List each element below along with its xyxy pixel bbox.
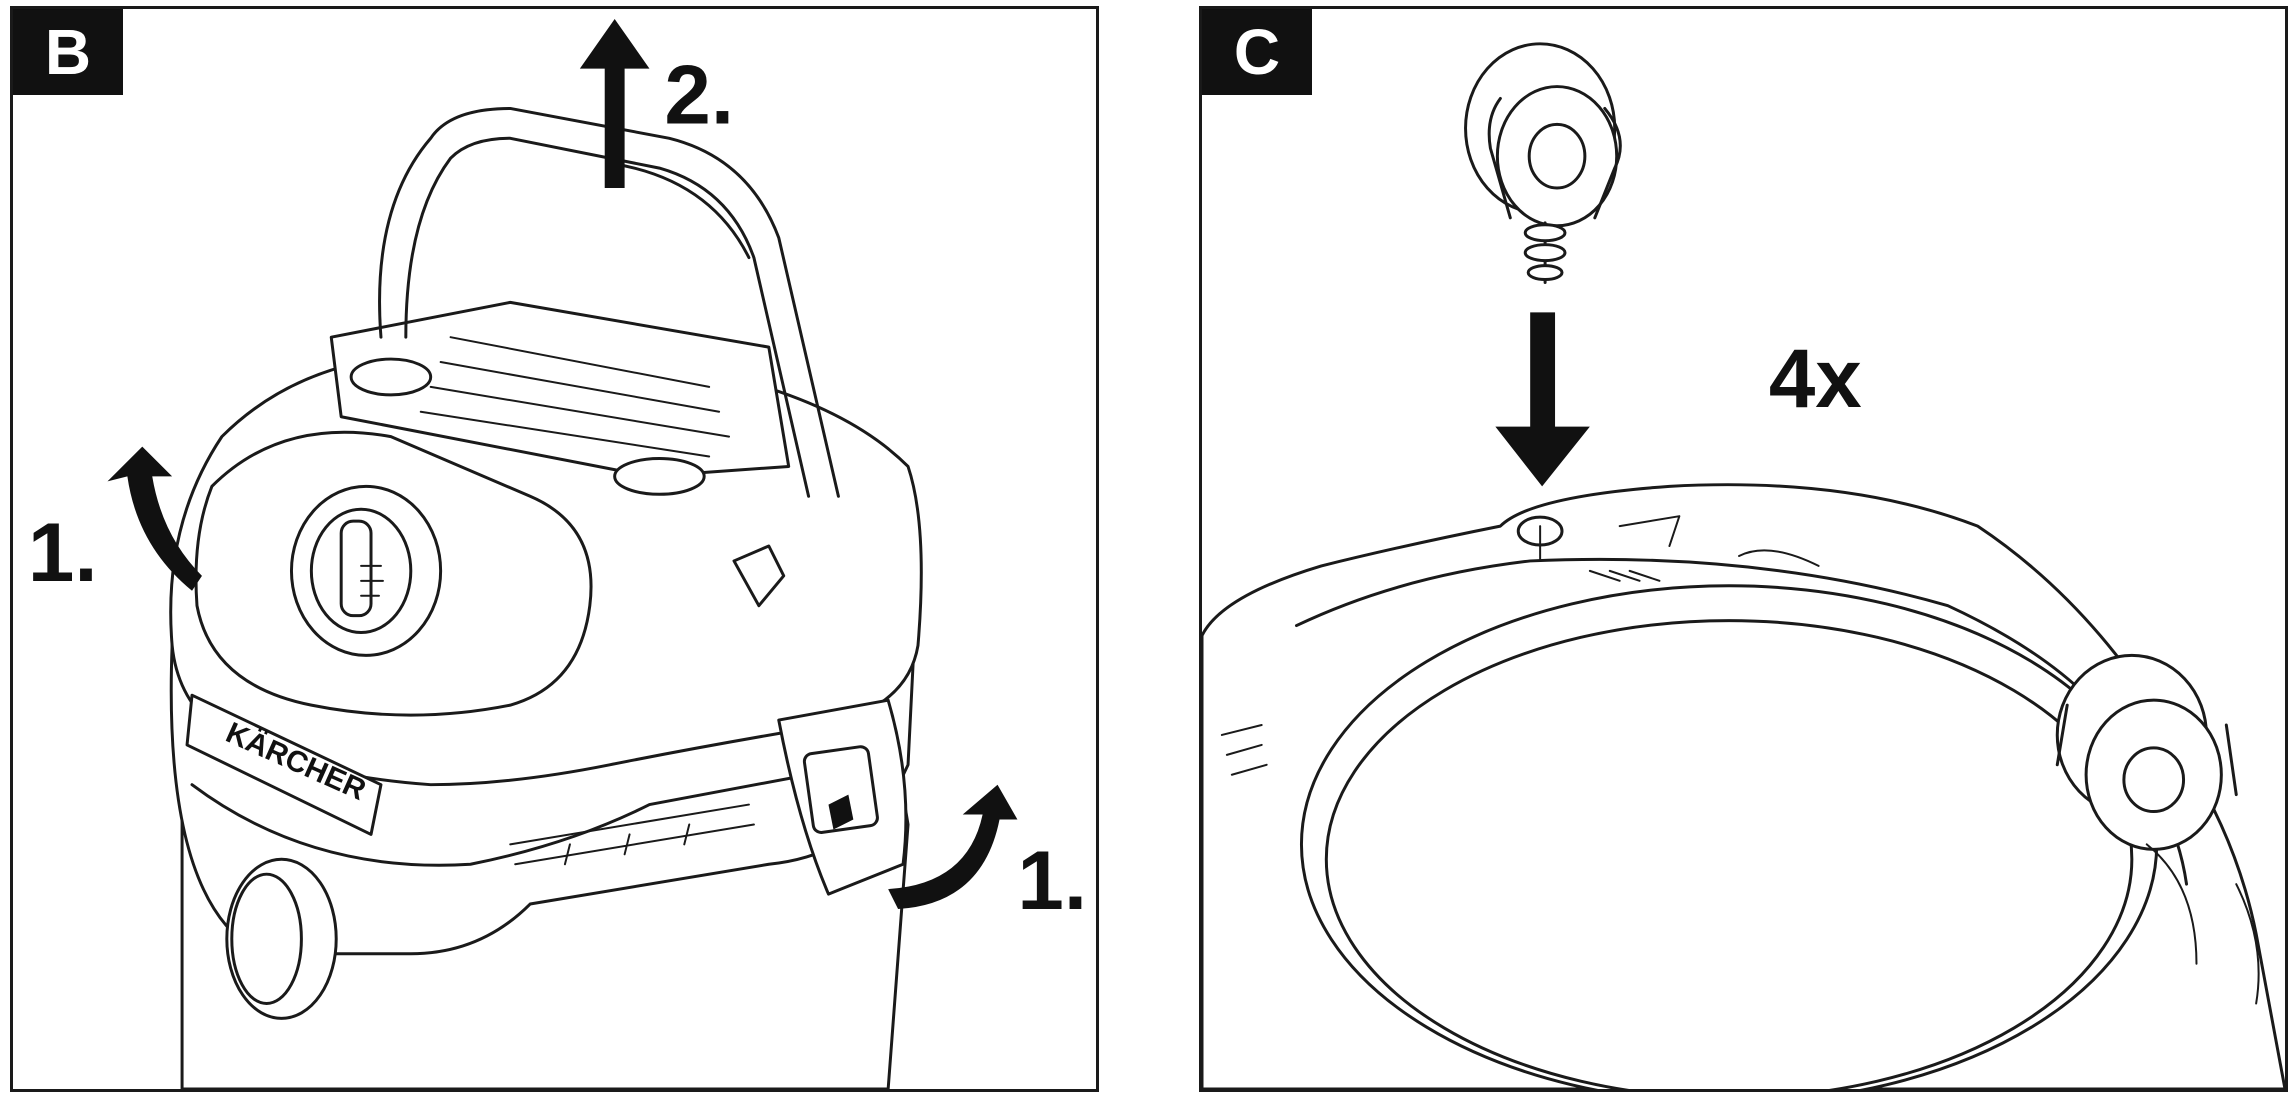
lift-arrow (579, 18, 650, 189)
panel-b: B KÄRCHER (10, 6, 1099, 1092)
vent-slats (509, 803, 755, 866)
hose-socket-inner (230, 872, 303, 1005)
carry-handle (378, 106, 840, 498)
step-label-1-left: 1. (28, 505, 98, 599)
left-ridges (1220, 724, 1268, 776)
lid-top (329, 300, 791, 478)
power-dial-grip (339, 519, 373, 618)
head-rim (190, 773, 811, 867)
panel-c: C 4x (1199, 6, 2288, 1092)
panel-b-letter: B (13, 9, 123, 95)
lid-knob-right (613, 457, 706, 496)
container-opening (1300, 584, 2159, 1089)
step-label-2: 2. (664, 47, 734, 141)
dial-ticks (360, 564, 384, 597)
panel-c-illustration: 4x (1202, 42, 2285, 1089)
handle-grip (608, 161, 751, 260)
socket-details (1618, 515, 1820, 567)
control-panel (194, 430, 593, 717)
ridge-slats (1588, 569, 1661, 582)
caster-pin-ring-2 (1523, 243, 1567, 263)
latch-icon (828, 794, 854, 830)
caster-pin-ring-3 (1526, 264, 1564, 281)
step-label-1-right: 1. (1017, 833, 1087, 927)
right-inner-details (2145, 843, 2260, 1005)
caster-wheel-hub (1527, 122, 1587, 190)
caster-fork (1487, 97, 1622, 220)
container-opening-inner (1324, 619, 2134, 1089)
mounted-caster-hub (2122, 746, 2186, 814)
panel-b-illustration: KÄRCHER 2. 1. 1. (28, 18, 1087, 1089)
lid-knob-left (349, 357, 433, 397)
panel-c-letter: C (1202, 9, 1312, 95)
unlock-arrow-left (107, 446, 202, 591)
side-catch (732, 544, 786, 608)
lid-ribs (419, 336, 731, 458)
quantity-label: 4x (1769, 331, 1862, 425)
caster-pin-ring-1 (1523, 223, 1567, 243)
unlock-arrow-right (888, 784, 1018, 909)
insert-arrow (1495, 312, 1590, 487)
brand-plate (185, 693, 383, 836)
mounted-caster-fork (2055, 703, 2238, 797)
latch-button (802, 745, 879, 834)
